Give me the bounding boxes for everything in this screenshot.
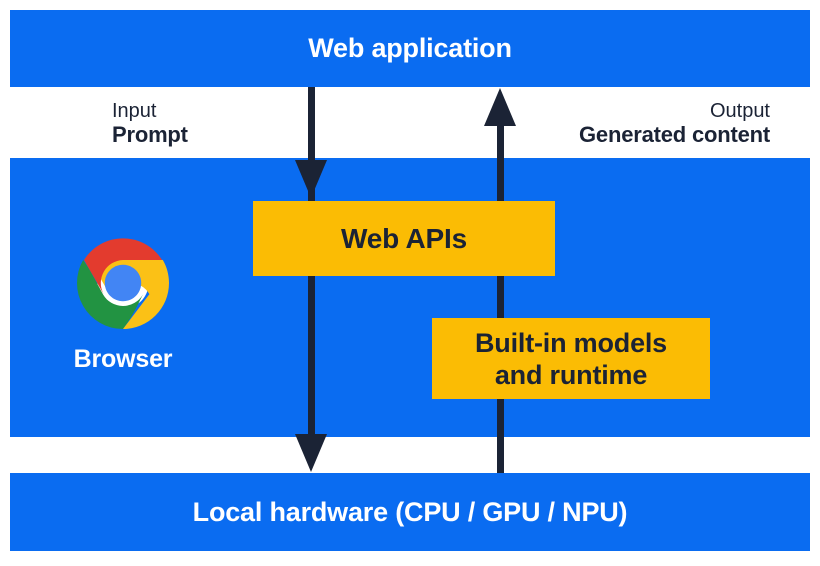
input-label: Input	[112, 100, 157, 122]
browser-label: Browser	[73, 345, 173, 373]
web-application-label: Web application	[308, 33, 512, 63]
prompt-arrowhead-to-web-apis	[295, 160, 327, 198]
chrome-logo-icon	[77, 238, 169, 329]
builtin-models-label: Built-in models and runtime	[475, 327, 667, 391]
web-apis-box: Web APIs	[253, 201, 555, 276]
output-arrow-shaft	[497, 124, 504, 473]
input-value-label: Prompt	[112, 122, 188, 147]
local-hardware-label: Local hardware (CPU / GPU / NPU)	[192, 496, 628, 527]
web-apis-label: Web APIs	[341, 222, 467, 254]
output-label-group: Output Generated content	[579, 99, 770, 147]
builtin-models-box: Built-in models and runtime	[432, 318, 710, 399]
input-label-group: Input Prompt	[112, 99, 188, 147]
builtin-models-line1: Built-in models	[475, 327, 667, 358]
output-label: Output	[709, 100, 770, 122]
builtin-models-line2: and runtime	[494, 359, 648, 390]
web-application-bar: Web application	[10, 10, 810, 87]
output-arrowhead-to-web-application	[484, 88, 516, 126]
local-hardware-bar: Local hardware (CPU / GPU / NPU)	[10, 473, 810, 551]
output-value-label: Generated content	[579, 122, 770, 147]
prompt-arrowhead-to-hardware	[295, 434, 327, 472]
